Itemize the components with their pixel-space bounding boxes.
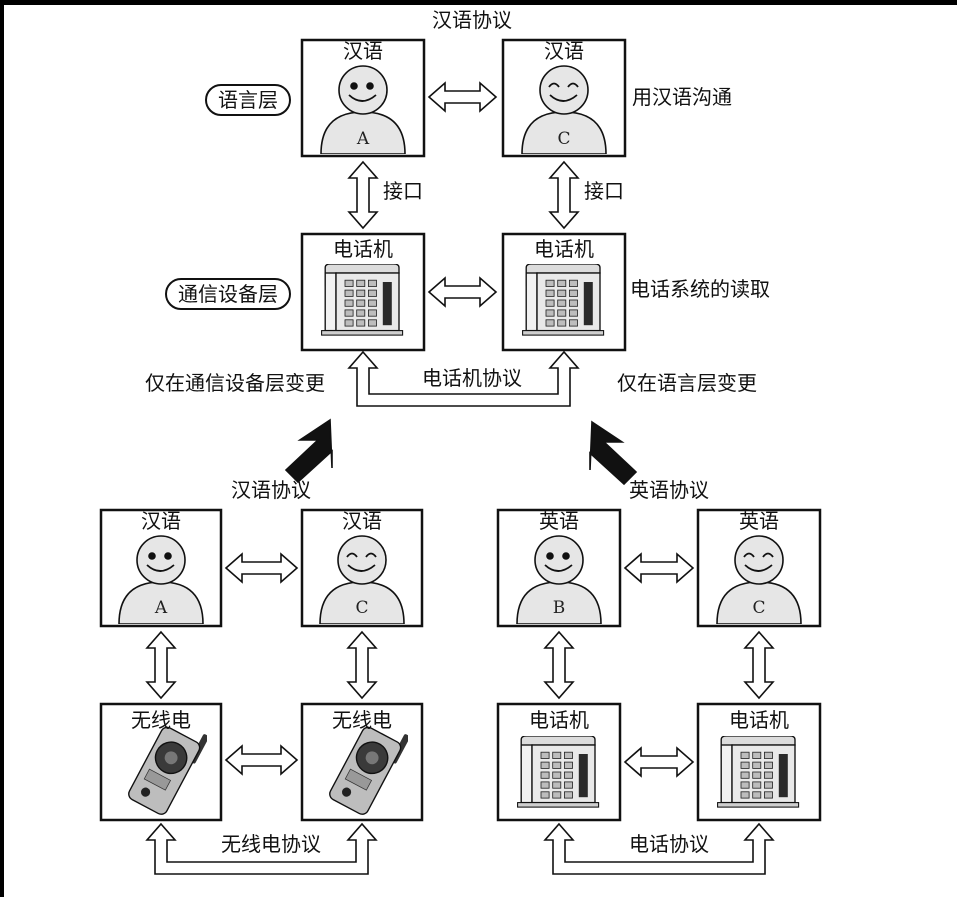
bl-radio-right-title: 无线电 — [332, 708, 392, 732]
top-person-a-title: 汉语 — [343, 39, 383, 63]
double-arrow-icon — [224, 744, 299, 776]
layer-language-label: 语言层 — [218, 88, 278, 112]
top-phone-left-title: 电话机 — [333, 237, 393, 261]
double-arrow-icon — [743, 630, 775, 700]
double-arrow-icon — [347, 160, 379, 230]
double-arrow-icon — [543, 822, 775, 875]
bl-person-c-title: 汉语 — [342, 509, 382, 533]
br-protocol-label: 英语协议 — [629, 478, 709, 502]
layer-device-label-pill — [165, 278, 291, 310]
double-arrow-icon — [623, 746, 695, 778]
bl-radio-left-title: 无线电 — [131, 708, 191, 732]
bl-protocol-label: 汉语协议 — [231, 478, 311, 502]
double-arrow-icon — [347, 350, 580, 407]
br-phone-right-title: 电话机 — [729, 708, 789, 732]
top-border — [0, 0, 957, 5]
change-right-label: 仅在语言层变更 — [617, 371, 757, 395]
desk-phone-icon — [320, 264, 404, 336]
desk-phone-icon — [716, 736, 800, 808]
double-arrow-icon — [548, 160, 580, 230]
top-protocol-label: 汉语协议 — [432, 8, 512, 32]
double-arrow-icon — [145, 630, 177, 700]
note-language: 用汉语沟通 — [632, 85, 732, 109]
top-person-a-letter: A — [356, 129, 370, 149]
interface-right-label: 接口 — [584, 179, 624, 203]
top-device-protocol-label: 电话机协议 — [422, 366, 522, 390]
top-person-c-letter: C — [557, 129, 570, 149]
top-person-c-title: 汉语 — [544, 39, 584, 63]
desk-phone-icon — [521, 264, 605, 336]
double-arrow-icon — [623, 552, 695, 584]
br-device-protocol-label: 电话协议 — [629, 832, 709, 856]
br-person-c-letter: C — [752, 598, 765, 618]
bl-person-a-title: 汉语 — [141, 509, 181, 533]
double-arrow-icon — [427, 276, 498, 308]
double-arrow-icon — [145, 822, 378, 875]
down-arrow-icon — [284, 418, 333, 484]
note-device: 电话系统的读取 — [630, 277, 770, 301]
layer-language-label-pill — [205, 84, 291, 116]
bl-device-protocol-label: 无线电协议 — [221, 832, 321, 856]
layer-device-label: 通信设备层 — [178, 282, 278, 306]
left-border — [0, 0, 4, 897]
bl-person-c-letter: C — [355, 598, 368, 618]
double-arrow-icon — [427, 81, 498, 113]
br-person-b-title: 英语 — [539, 509, 579, 533]
change-left-label: 仅在通信设备层变更 — [145, 371, 325, 395]
bl-person-a-letter: A — [154, 598, 168, 618]
double-arrow-icon — [543, 630, 575, 700]
down-arrow-icon — [589, 420, 638, 486]
br-phone-left-title: 电话机 — [529, 708, 589, 732]
br-person-c-title: 英语 — [739, 509, 779, 533]
br-person-b-letter: B — [553, 598, 566, 618]
double-arrow-icon — [346, 630, 378, 700]
double-arrow-icon — [224, 552, 299, 584]
top-phone-right-title: 电话机 — [534, 237, 594, 261]
desk-phone-icon — [516, 736, 600, 808]
interface-left-label: 接口 — [383, 179, 423, 203]
